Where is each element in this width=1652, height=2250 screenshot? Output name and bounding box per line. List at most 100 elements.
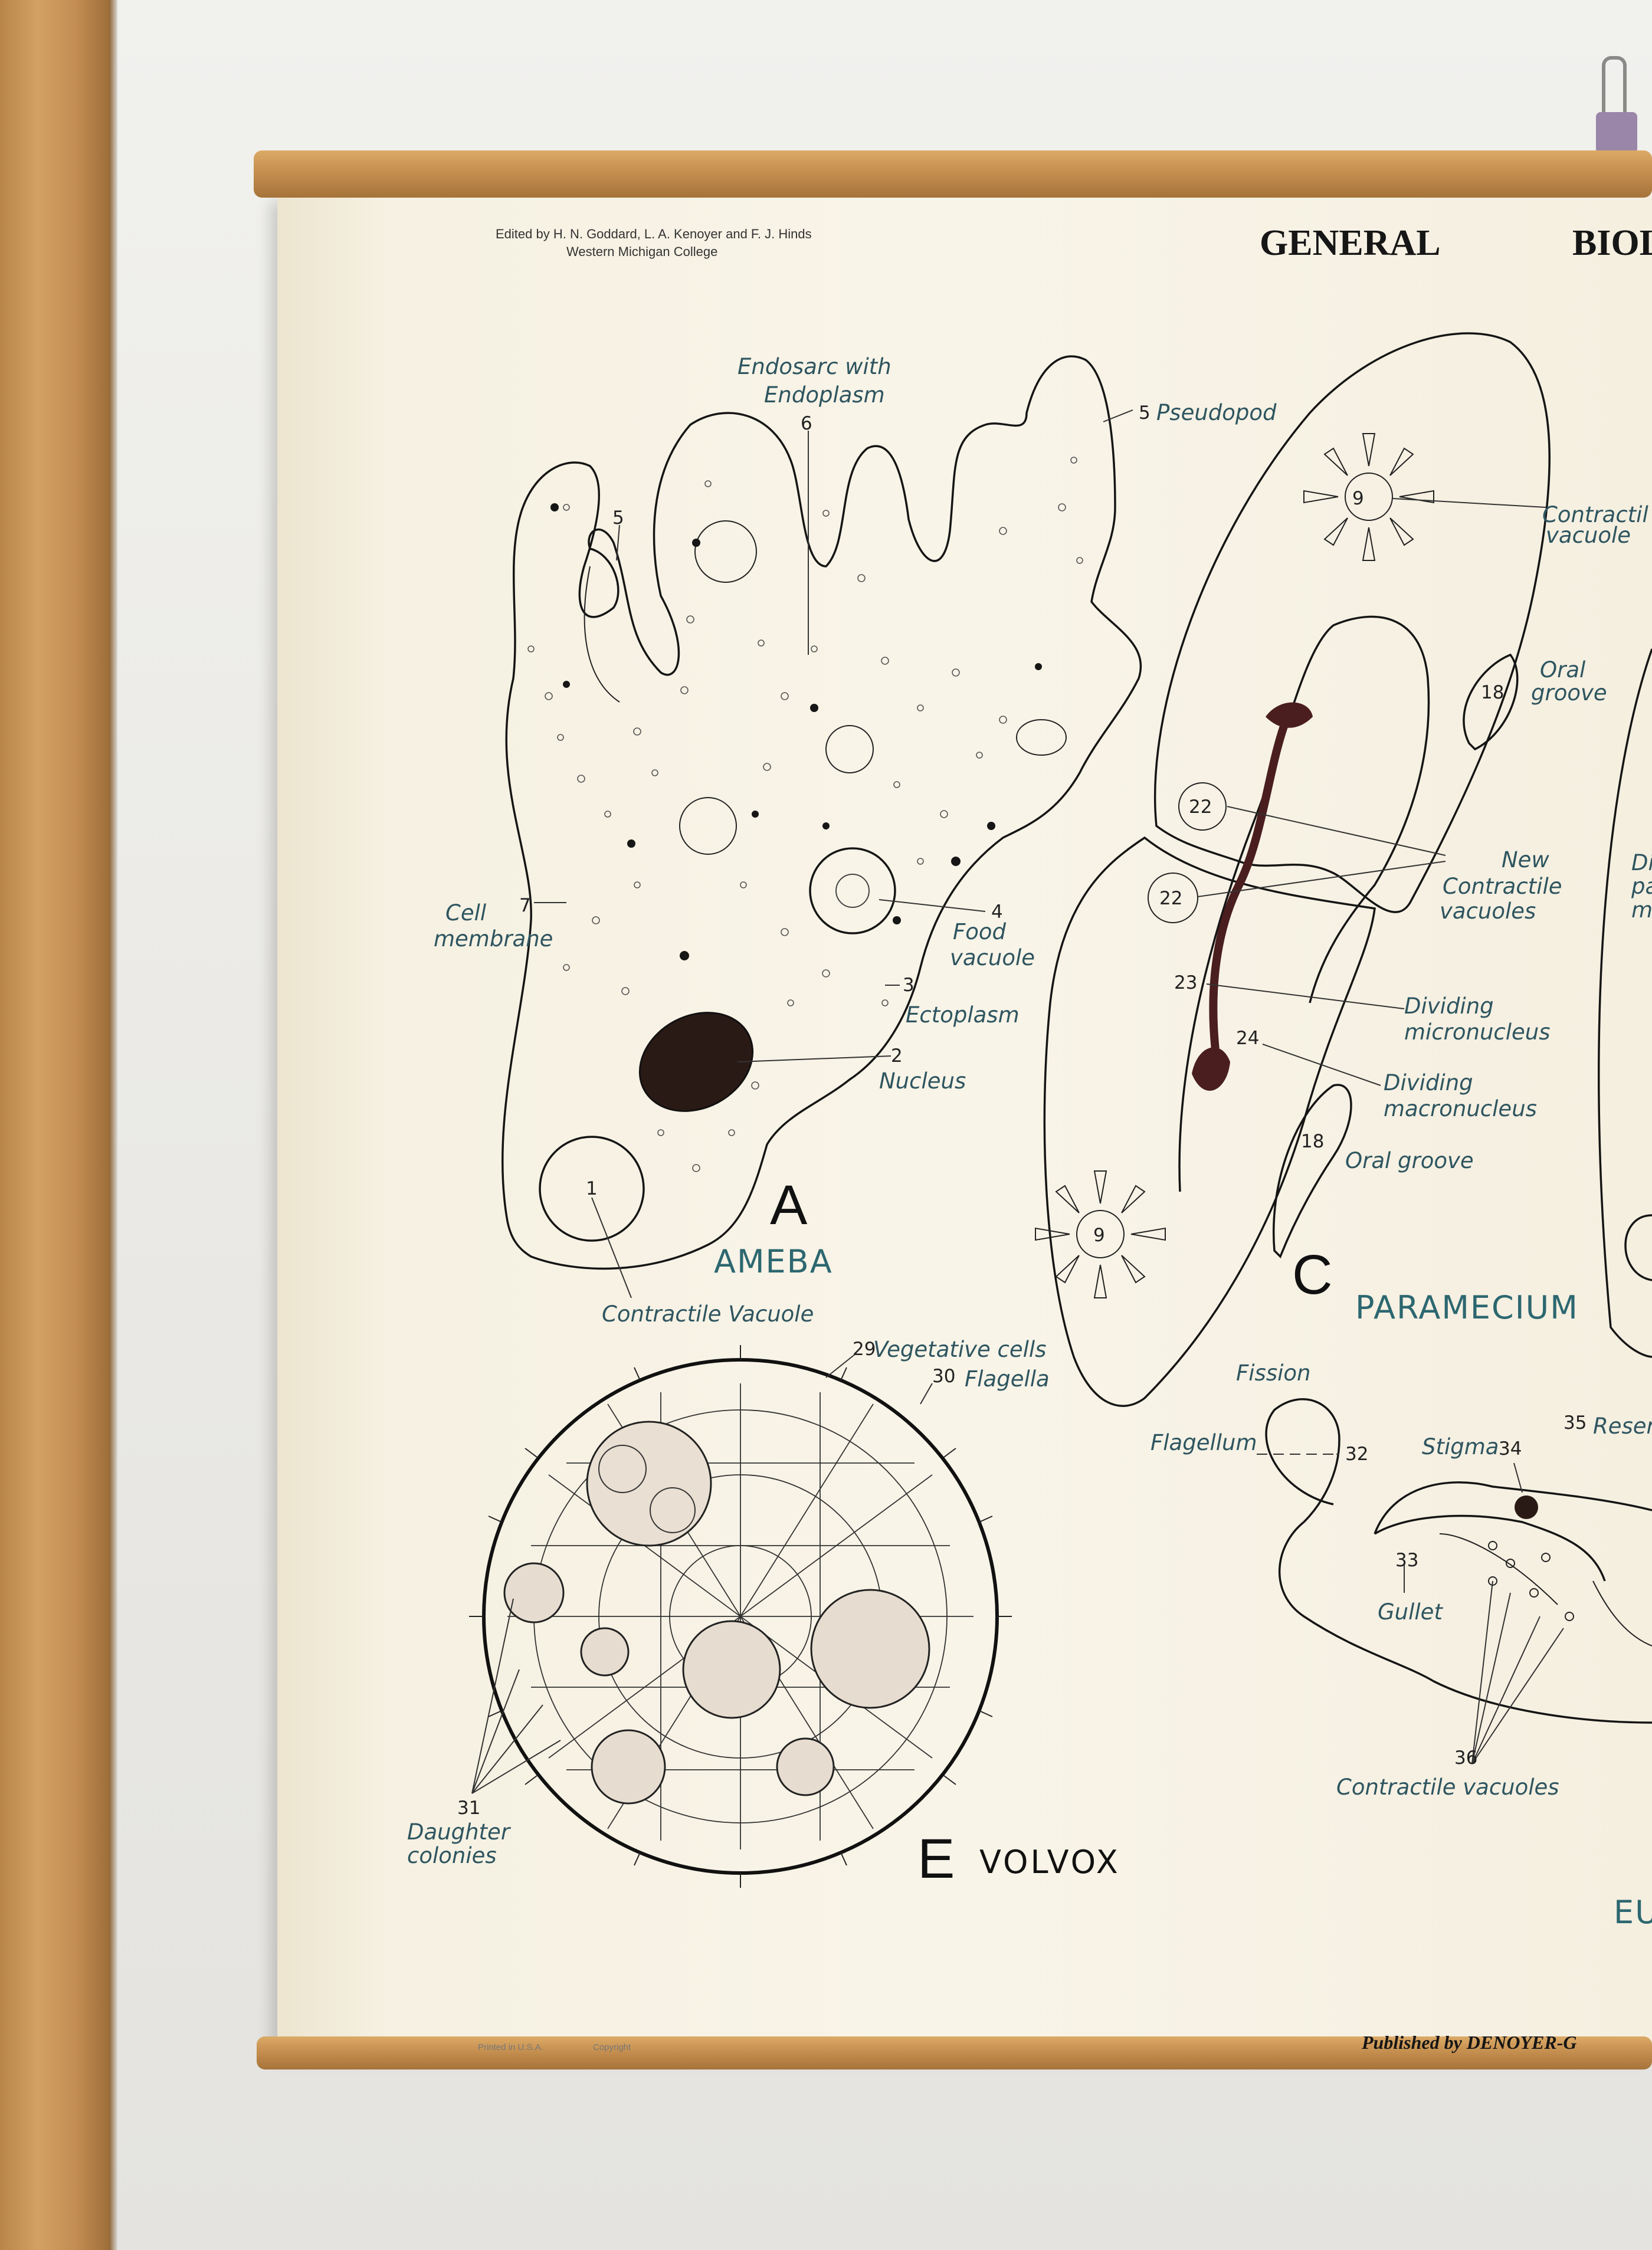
label-edge-3: mi	[1631, 897, 1652, 923]
paramecium-letter: C	[1292, 1244, 1333, 1306]
title-general: GENERAL	[1260, 223, 1441, 263]
volvox-title: VOLVOX	[979, 1844, 1120, 1881]
label-stigma: Stigma	[1422, 1434, 1499, 1459]
paramecium-diagram: 9 Contractil vacuole 18 Oral groove 22 2…	[1035, 332, 1652, 1407]
volvox-diagram: 29 Vegetative cells 30 Flagella 31 Daugh…	[407, 1337, 1120, 1890]
food-vacuole-leader	[879, 899, 986, 912]
number-29: 29	[853, 1339, 876, 1360]
label-cell: Cell	[445, 900, 487, 926]
number-3: 3	[903, 975, 914, 996]
ameba-dark-granules	[550, 503, 1042, 960]
ameba-letter: A	[770, 1174, 808, 1236]
micronucleus-leader	[1206, 983, 1405, 1009]
number-31: 31	[457, 1798, 480, 1819]
ameba-diagram: Endosarc with Endoplasm 6 5 Pseudopod 5 …	[434, 354, 1277, 1327]
number-36: 36	[1454, 1747, 1477, 1769]
daughter-leaders	[471, 1598, 561, 1794]
label-contractile: Contractil	[1542, 502, 1648, 527]
number-9-top: 9	[1352, 488, 1364, 509]
number-9-bottom: 9	[1093, 1225, 1105, 1246]
label-contractile-vacuoles: Contractile vacuoles	[1336, 1775, 1559, 1800]
label-oral-top: Oral	[1540, 657, 1586, 683]
ameba-vacuole	[825, 725, 874, 773]
label-dividing-macro-2: macronucleus	[1384, 1096, 1537, 1121]
new-cv-leaders	[1197, 806, 1446, 897]
ameba-cell-body	[502, 355, 1142, 1270]
label-pseudopod: Pseudopod	[1156, 400, 1277, 425]
label-vegetative-cells: Vegetative cells	[873, 1337, 1047, 1362]
number-1: 1	[586, 1178, 598, 1199]
label-ectoplasm: Ectoplasm	[906, 1002, 1020, 1028]
volvox-flagella	[469, 1345, 1012, 1888]
label-flagella: Flagella	[965, 1366, 1050, 1392]
number-5-pseudopod: 5	[1139, 402, 1150, 424]
contractile-vacuole-leader	[591, 1197, 632, 1298]
door-frame-edge	[109, 0, 117, 2250]
editors-credit: Edited by H. N. Goddard, L. A. Kenoyer a…	[496, 227, 812, 241]
euglena-reservoir	[1439, 1533, 1652, 1646]
number-34: 34	[1499, 1438, 1522, 1459]
label-endosarc-2: Endoplasm	[764, 382, 885, 408]
label-dividing-micro-1: Dividing	[1404, 993, 1494, 1019]
ameba-vacuole	[679, 797, 737, 855]
partial-figure-outline	[1598, 648, 1652, 1358]
volvox-leaders	[825, 1353, 933, 1405]
ameba-ingested-cell	[1016, 719, 1067, 756]
number-22b: 22	[1159, 888, 1182, 909]
label-fission: Fission	[1236, 1360, 1310, 1386]
number-22a: 22	[1189, 796, 1212, 818]
publisher-credit: Published by DENOYER-G	[1361, 2032, 1576, 2053]
label-colonies: colonies	[407, 1843, 497, 1868]
top-wooden-rod	[254, 150, 1652, 198]
euglena-body	[1278, 1521, 1652, 1724]
label-edge-2: pa	[1631, 874, 1652, 899]
label-oral-groove-bottom: Oral groove	[1345, 1148, 1474, 1173]
euglena-diagram: Fission Flagellum 32 Stigma 34 35 Reser …	[1150, 1360, 1652, 1931]
label-new-vacuoles: vacuoles	[1440, 898, 1536, 924]
label-flagellum: Flagellum	[1150, 1430, 1257, 1455]
number-33: 33	[1395, 1550, 1418, 1571]
ameba-vacuole	[694, 520, 757, 583]
printed-in-usa: Printed in U.S.A.	[478, 2042, 543, 2052]
wall-hook	[1602, 56, 1627, 128]
institution-credit: Western Michigan College	[566, 244, 717, 259]
euglena-contractile-vacuoles	[1488, 1541, 1574, 1621]
ameba-inner-fold	[584, 566, 620, 703]
euglena-flagellum	[1265, 1398, 1340, 1523]
ameba-nucleus	[638, 1012, 754, 1112]
label-new: New	[1502, 847, 1549, 873]
nucleus-leader	[737, 1055, 891, 1062]
label-nucleus: Nucleus	[879, 1068, 966, 1094]
ameba-contractile-vacuole	[539, 1136, 645, 1242]
label-edge-1: Di	[1631, 850, 1652, 875]
oral-groove-upper	[1463, 653, 1519, 751]
number-18-bottom: 18	[1301, 1131, 1324, 1152]
label-food: Food	[953, 919, 1007, 944]
dividing-macronucleus-body	[1209, 716, 1290, 1054]
ameba-title: AMEBA	[714, 1243, 833, 1280]
wooden-door-frame	[0, 0, 109, 2250]
label-dividing-macro-1: Dividing	[1384, 1070, 1473, 1096]
ameba-granules	[527, 457, 1083, 1172]
number-18-top: 18	[1481, 682, 1504, 703]
title-biology: BIOL	[1572, 223, 1652, 263]
macronucleus-end-bottom	[1192, 1047, 1230, 1091]
oral-groove-lower	[1273, 1084, 1352, 1259]
new-contractile-vacuole-1	[1178, 782, 1227, 831]
number-5-inner: 5	[612, 507, 624, 529]
macronucleus-leader	[1262, 1044, 1381, 1086]
pseudopod-leader-2	[616, 524, 620, 561]
number-35: 35	[1564, 1412, 1587, 1434]
ameba-food-particle	[835, 874, 870, 908]
euglena-title: EU	[1614, 1894, 1652, 1931]
volvox-cell-network	[507, 1383, 974, 1849]
label-groove-top: groove	[1531, 680, 1607, 706]
stigma-leader	[1513, 1462, 1523, 1493]
paramecium-title: PARAMECIUM	[1355, 1289, 1579, 1326]
pseudopod-leader	[1103, 409, 1133, 422]
cv-leader	[1392, 498, 1546, 508]
volvox-letter: E	[917, 1828, 955, 1890]
label-dividing-micro-2: micronucleus	[1404, 1019, 1551, 1045]
label-gullet: Gullet	[1378, 1599, 1443, 1625]
